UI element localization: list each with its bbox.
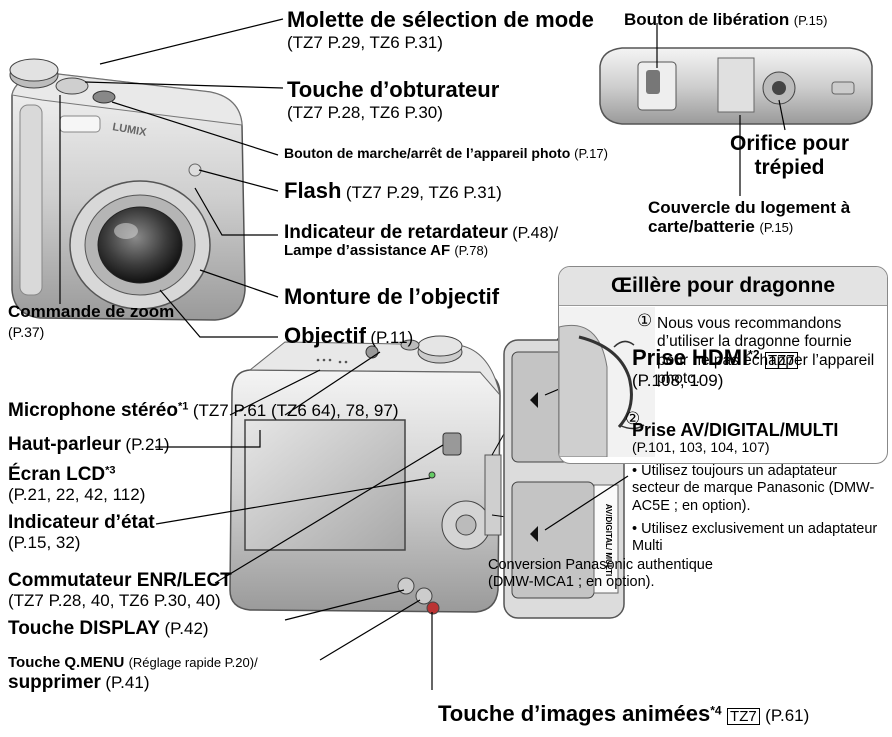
- power-ref: (P.17): [574, 146, 608, 161]
- label-rec-play: Commutateur ENR/LECT (TZ7 P.28, 40, TZ6 …: [8, 570, 232, 610]
- flash-icon: [60, 116, 100, 132]
- label-movie: Touche d’images animées*4 TZ7 (P.61): [438, 702, 809, 727]
- lcd-screen-icon: [245, 420, 405, 550]
- shutter-refs: (TZ7 P.28, TZ6 P.30): [287, 103, 499, 122]
- flash-title: Flash: [284, 178, 341, 203]
- release-ref: (P.15): [794, 13, 828, 28]
- delete-ref: (P.41): [105, 673, 149, 692]
- shutter-title: Touche d’obturateur: [287, 78, 499, 103]
- mode-dial-refs: (TZ7 P.29, TZ6 P.31): [287, 33, 594, 52]
- grip-icon: [20, 105, 42, 295]
- lens-title: Objectif: [284, 323, 366, 348]
- label-cover: Couvercle du logement à carte/batterie (…: [648, 198, 850, 236]
- av-note-1: • Utilisez toujours un adaptateur secteu…: [632, 463, 888, 515]
- label-flash: Flash (TZ7 P.29, TZ6 P.31): [284, 179, 502, 204]
- rec-play-refs: (TZ7 P.28, 40, TZ6 P.30, 40): [8, 591, 232, 610]
- lcd-refs: (P.21, 22, 42, 112): [8, 485, 145, 504]
- label-av: Prise AV/DIGITAL/MULTI (P.101, 103, 104,…: [632, 420, 838, 456]
- movie-tag: TZ7: [727, 708, 760, 725]
- mic-refs: (TZ7 P.61 (TZ6 64), 78, 97): [193, 401, 399, 420]
- label-mic: Microphone stéréo*1 (TZ7 P.61 (TZ6 64), …: [8, 400, 399, 421]
- flash-refs: (TZ7 P.29, TZ6 P.31): [346, 183, 502, 202]
- strap-panel-title: Œillère pour dragonne: [559, 267, 887, 306]
- delete-title: supprimer: [8, 672, 101, 693]
- av-title: Prise AV/DIGITAL/MULTI: [632, 420, 838, 440]
- mic-sup: *1: [178, 401, 188, 413]
- label-zoom: Commande de zoom (P.37): [8, 302, 174, 341]
- label-tripod: Orifice pour trépied: [730, 132, 849, 179]
- status-title: Indicateur d’état: [8, 512, 155, 533]
- label-qmenu: Touche Q.MENU (Réglage rapide P.20)/ sup…: [8, 655, 258, 693]
- af-lamp-ref: (P.78): [454, 243, 488, 258]
- self-timer-ref: (P.48)/: [512, 225, 558, 242]
- back-camera: [230, 336, 501, 614]
- qmenu-title: Touche Q.MENU: [8, 654, 124, 671]
- label-status: Indicateur d’état (P.15, 32): [8, 512, 155, 552]
- lens-barrel-title: Monture de l’objectif: [284, 285, 499, 310]
- lens-ref: (P.11): [370, 328, 413, 347]
- lcd-title: Écran LCD: [8, 464, 105, 485]
- strap-step1: ①: [637, 311, 652, 331]
- mode-dial-title: Molette de sélection de mode: [287, 8, 594, 33]
- cover-ref: (P.15): [760, 220, 794, 235]
- status-refs: (P.15, 32): [8, 533, 155, 552]
- lens-icon: [98, 207, 182, 283]
- movie-ref: (P.61): [765, 706, 809, 725]
- self-timer-title: Indicateur de retardateur: [284, 222, 508, 243]
- power-title: Bouton de marche/arrêt de l’appareil pho…: [284, 145, 570, 161]
- status-indicator-icon: [429, 472, 435, 478]
- av-note-3: Conversion Panasonic authentique (DMW-MC…: [488, 557, 748, 592]
- zoom-title: Commande de zoom: [8, 302, 174, 321]
- leader-mode-dial: [100, 19, 283, 64]
- tripod-line2: trépied: [730, 156, 849, 180]
- lcd-sup: *3: [105, 465, 115, 477]
- front-camera: [10, 59, 245, 320]
- movie-sup: *4: [710, 704, 721, 718]
- label-display: Touche DISPLAY (P.42): [8, 618, 209, 639]
- label-lcd: Écran LCD*3 (P.21, 22, 42, 112): [8, 464, 145, 504]
- cover-line2: carte/batterie: [648, 217, 755, 236]
- label-lens: Objectif (P.11): [284, 324, 413, 349]
- speaker-title: Haut-parleur: [8, 434, 121, 455]
- mic-title: Microphone stéréo: [8, 400, 178, 421]
- label-release: Bouton de libération (P.15): [624, 10, 827, 30]
- hdmi-title: Prise HDMI: [632, 345, 748, 370]
- bottom-camera: [600, 48, 872, 124]
- display-ref: (P.42): [164, 619, 208, 638]
- rec-play-switch-icon: [443, 433, 461, 455]
- hdmi-sup: *2: [748, 348, 759, 362]
- label-mode-dial: Molette de sélection de mode (TZ7 P.29, …: [287, 8, 594, 52]
- display-button-icon: [398, 578, 414, 594]
- av-note-2: • Utilisez exclusivement un adaptateur M…: [632, 521, 888, 556]
- display-title: Touche DISPLAY: [8, 618, 160, 639]
- tripod-line1: Orifice pour: [730, 132, 849, 156]
- label-hdmi: Prise HDMI*2 TZ7 (P.108, 109): [632, 346, 799, 390]
- hdmi-tag: TZ7: [765, 352, 798, 369]
- rec-play-title: Commutateur ENR/LECT: [8, 570, 232, 591]
- label-self-timer: Indicateur de retardateur (P.48)/ Lampe …: [284, 222, 558, 260]
- cover-line1: Couvercle du logement à: [648, 198, 850, 217]
- speaker-ref: (P.21): [125, 435, 169, 454]
- label-power: Bouton de marche/arrêt de l’appareil pho…: [284, 146, 608, 162]
- label-shutter: Touche d’obturateur (TZ7 P.28, TZ6 P.30): [287, 78, 499, 122]
- release-title: Bouton de libération: [624, 10, 789, 29]
- zoom-ref: (P.37): [8, 325, 174, 341]
- power-button-icon: [93, 91, 115, 103]
- hdmi-refs: (P.108, 109): [632, 371, 799, 390]
- movie-button-icon: [427, 602, 439, 614]
- av-refs: (P.101, 103, 104, 107): [632, 440, 838, 456]
- af-lamp-title: Lampe d’assistance AF: [284, 242, 450, 259]
- movie-title: Touche d’images animées: [438, 701, 710, 726]
- label-speaker: Haut-parleur (P.21): [8, 434, 170, 455]
- shutter-button-icon: [56, 78, 88, 94]
- qmenu-ref: (Réglage rapide P.20)/: [129, 655, 258, 670]
